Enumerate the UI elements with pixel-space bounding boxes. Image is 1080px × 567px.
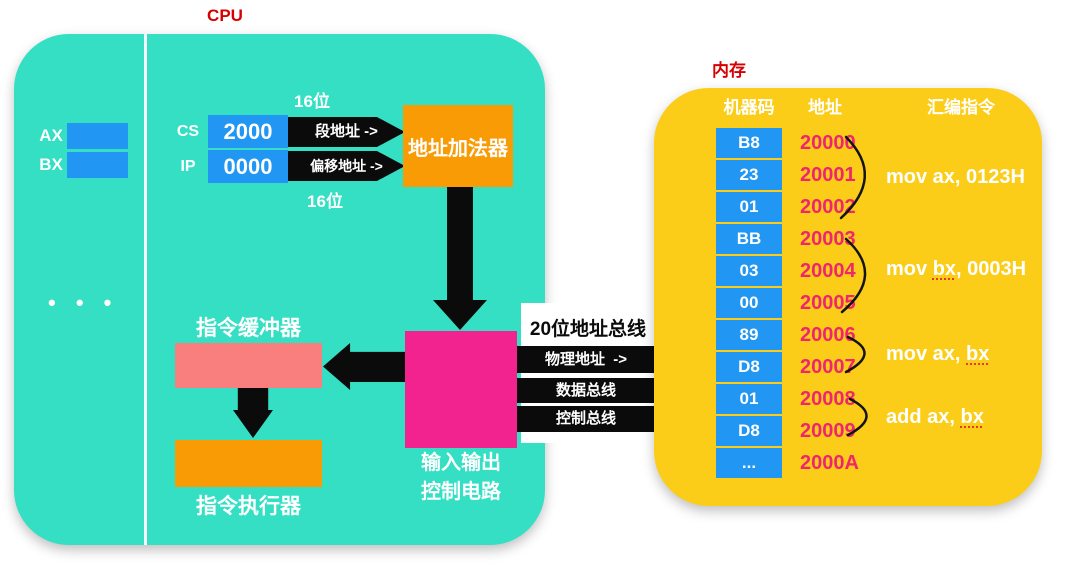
machine-code-cell: 03 xyxy=(716,256,782,286)
cs-register-value: 2000 xyxy=(208,115,288,148)
address-label: 20000 xyxy=(800,132,856,154)
instruction-buffer-label: 指令缓冲器 xyxy=(196,317,301,340)
assembly-header: 汇编指令 xyxy=(927,98,995,117)
io-control-label-line1: 输入输出 xyxy=(421,452,501,474)
address-label: 2000A xyxy=(800,452,859,474)
asm-text: add ax, xyxy=(886,406,961,428)
address-label: 20006 xyxy=(800,324,856,346)
machine-code-cell: 00 xyxy=(716,288,782,318)
ax-register-label: AX xyxy=(39,126,63,145)
machine-code-cell: BB xyxy=(716,224,782,254)
memory-row: BB 20003 xyxy=(716,224,859,254)
asm-instruction: add ax, bx xyxy=(886,406,984,429)
machine-code-cell: 01 xyxy=(716,192,782,222)
io-control-label-line2: 控制电路 xyxy=(421,481,501,503)
asm-underlined-operand: bx xyxy=(960,406,984,428)
offset-address-arrow: 偏移地址 -> xyxy=(288,151,405,181)
machine-code-cell: 01 xyxy=(716,384,782,414)
segment-address-arrow-label: 段地址 -> xyxy=(315,123,378,140)
memory-row: 01 20008 xyxy=(716,384,859,414)
address-adder-box: 地址加法器 xyxy=(403,105,513,187)
cpu-title: CPU xyxy=(207,6,243,25)
control-bus-bar: 控制总线 xyxy=(517,406,655,432)
ellipsis-dots-icon: • • • xyxy=(48,290,119,315)
memory-row: 89 20006 xyxy=(716,320,859,350)
asm-text: mov xyxy=(886,258,933,280)
asm-instruction: mov bx, 0003H xyxy=(886,258,1026,281)
address-label: 20002 xyxy=(800,196,856,218)
asm-text: , 0003H xyxy=(956,258,1027,280)
data-bus-bar: 数据总线 xyxy=(517,378,655,403)
machine-code-cell: 23 xyxy=(716,160,782,190)
machine-code-cell: 89 xyxy=(716,320,782,350)
machine-code-cell: ... xyxy=(716,448,782,478)
address-label: 20008 xyxy=(800,388,856,410)
memory-title: 内存 xyxy=(712,61,746,80)
io-control-box xyxy=(405,331,517,448)
io-control-label: 输入输出 控制电路 xyxy=(395,449,527,507)
machine-code-cell: D8 xyxy=(716,416,782,446)
address-label: 20003 xyxy=(800,228,856,250)
bx-register-label: BX xyxy=(39,155,63,174)
asm-text: mov ax, xyxy=(886,343,967,365)
memory-row: 01 20002 xyxy=(716,192,859,222)
machine-code-cell: B8 xyxy=(716,128,782,158)
offset-address-arrow-label: 偏移地址 -> xyxy=(310,158,383,174)
address-label: 20009 xyxy=(800,420,856,442)
machine-code-cell: D8 xyxy=(716,352,782,382)
address-bus-title: 20位地址总线 xyxy=(529,319,647,340)
memory-row: 00 20005 xyxy=(716,288,859,318)
address-label: 20005 xyxy=(800,292,856,314)
memory-row: B8 20000 xyxy=(716,128,859,158)
machine-code-header: 机器码 xyxy=(723,98,775,117)
memory-row: 03 20004 xyxy=(716,256,859,286)
instruction-executor-box xyxy=(175,440,322,487)
memory-row: D8 20007 xyxy=(716,352,859,382)
ax-register-box xyxy=(67,123,128,149)
ip-register-label: IP xyxy=(180,158,196,175)
asm-instruction: mov ax, bx xyxy=(886,343,989,366)
ip-register-value: 0000 xyxy=(208,150,288,183)
cpu-divider xyxy=(144,34,147,545)
address-header: 地址 xyxy=(808,98,842,117)
bx-register-box xyxy=(67,152,128,178)
address-label: 20007 xyxy=(800,356,856,378)
address-label: 20001 xyxy=(800,164,856,186)
cs-register-label: CS xyxy=(176,123,200,140)
memory-row: ... 2000A xyxy=(716,448,859,478)
asm-instruction: mov ax, 0123H xyxy=(886,166,1025,189)
instruction-buffer-box xyxy=(175,343,322,388)
instruction-executor-label: 指令执行器 xyxy=(196,495,301,518)
bits-16-top-label: 16位 xyxy=(294,92,330,111)
memory-row: 23 20001 xyxy=(716,160,859,190)
physical-address-bus-bar: 物理地址 -> xyxy=(517,346,655,373)
asm-underlined-operand: bx xyxy=(932,258,957,280)
asm-underlined-operand: bx xyxy=(966,343,990,365)
asm-text: mov ax, 0123H xyxy=(886,166,1025,188)
bits-16-bottom-label: 16位 xyxy=(307,192,343,211)
memory-row: D8 20009 xyxy=(716,416,859,446)
segment-address-arrow: 段地址 -> xyxy=(288,117,405,147)
address-label: 20004 xyxy=(800,260,856,282)
